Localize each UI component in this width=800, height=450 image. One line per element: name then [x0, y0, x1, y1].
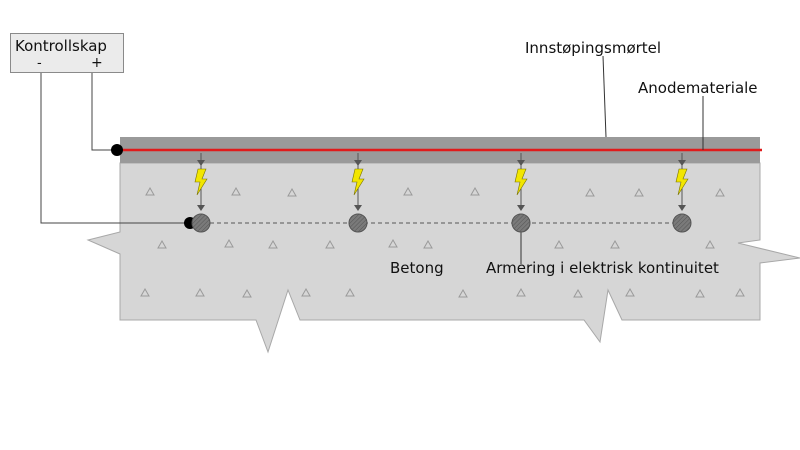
concrete-slab — [86, 162, 800, 354]
control-cabinet-title: Kontrollskap — [15, 37, 107, 55]
current-flow-2 — [351, 153, 365, 211]
anode-label: Anodemateriale — [638, 79, 758, 97]
positive-terminal-label: + — [91, 55, 103, 71]
rebar-2 — [348, 213, 368, 233]
mortar-leader — [602, 55, 607, 138]
rebar-1 — [191, 213, 211, 233]
lightning-bolt-icon — [514, 168, 528, 196]
rebar-label: Armering i elektrisk kontinuitet — [486, 259, 719, 277]
lightning-bolt-icon — [194, 168, 208, 196]
lightning-bolt-icon — [351, 168, 365, 196]
control-cabinet: Kontrollskap - + — [10, 33, 124, 73]
negative-terminal-label: - — [37, 56, 42, 71]
positive-terminal-dot — [111, 144, 123, 156]
concrete-label: Betong — [390, 259, 444, 277]
current-flow-4 — [675, 153, 689, 211]
negative-wire — [40, 73, 190, 224]
rebar-3 — [511, 213, 531, 233]
current-flow-3 — [514, 153, 528, 211]
positive-wire — [91, 73, 117, 151]
lightning-bolt-icon — [675, 168, 689, 196]
current-flow-1 — [194, 153, 208, 211]
mortar-label: Innstøpingsmørtel — [525, 39, 662, 57]
rebar-4 — [672, 213, 692, 233]
